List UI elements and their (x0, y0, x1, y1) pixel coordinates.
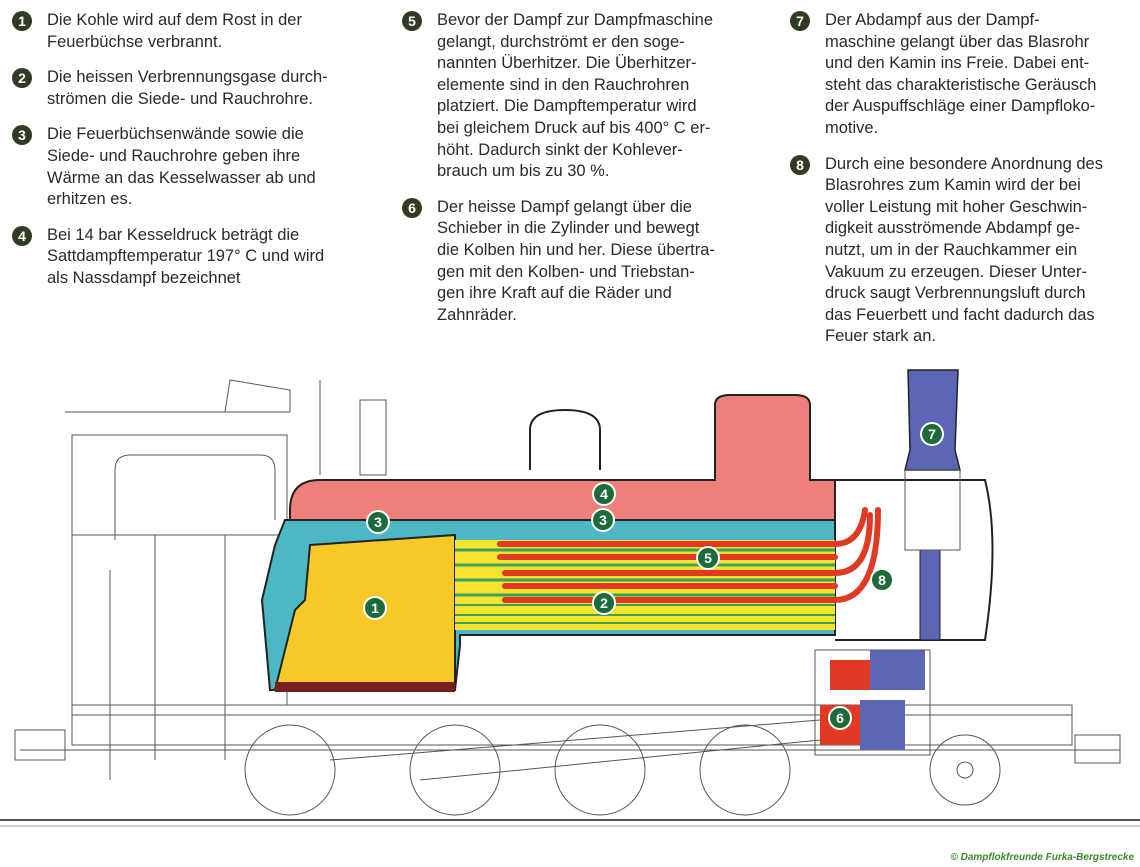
item-text: Der Abdampf aus der Dampf- maschine gela… (825, 11, 1097, 137)
label-7: 7 (920, 422, 944, 446)
svg-text:6: 6 (836, 710, 844, 726)
item-text: Die Feuerbüchsenwände sowie die Siede- u… (47, 125, 316, 209)
item-text: Bevor der Dampf zur Dampfmaschine gelang… (437, 11, 714, 181)
list-item-1: 1 Die Kohle wird auf dem Rost in der Feu… (12, 10, 362, 53)
chimney (904, 369, 961, 471)
copyright-credit: © Dampflokfreunde Furka-Bergstrecke (950, 852, 1134, 863)
cylinders (814, 649, 931, 756)
frame (14, 704, 1121, 764)
svg-text:2: 2 (600, 595, 608, 611)
item-text: Die heissen Verbrennungsgase durch- strö… (47, 68, 328, 108)
item-text: Die Kohle wird auf dem Rost in der Feuer… (47, 11, 302, 51)
number-badge: 1 (12, 11, 32, 31)
smokebox (835, 479, 994, 641)
sand-dome (529, 408, 601, 470)
text-column-2: 5 Bevor der Dampf zur Dampfmaschine gela… (402, 10, 762, 340)
label-3b: 3 (591, 508, 615, 532)
text-column-1: 1 Die Kohle wird auf dem Rost in der Feu… (12, 10, 362, 304)
svg-text:1: 1 (371, 600, 379, 616)
list-item-5: 5 Bevor der Dampf zur Dampfmaschine gela… (402, 10, 762, 183)
number-badge: 5 (402, 11, 422, 31)
item-text: Durch eine besondere Anordnung des Blasr… (825, 154, 1103, 346)
text-column-3: 7 Der Abdampf aus der Dampf- maschine ge… (790, 10, 1135, 362)
list-item-4: 4 Bei 14 bar Kesseldruck beträgt die Sat… (12, 225, 362, 290)
label-8: 8 (870, 568, 894, 592)
number-badge: 4 (12, 225, 32, 246)
steam-space (289, 394, 836, 521)
svg-text:3: 3 (374, 514, 382, 530)
number-badge: 7 (790, 11, 810, 31)
svg-text:3: 3 (599, 512, 607, 528)
superheater (497, 507, 881, 603)
label-5: 5 (696, 546, 720, 570)
list-item-6: 6 Der heisse Dampf gelangt über die Schi… (402, 197, 762, 327)
number-badge: 8 (790, 154, 810, 175)
number-badge: 2 (12, 68, 32, 89)
item-text: Bei 14 bar Kesseldruck beträgt die Sattd… (47, 225, 325, 287)
label-6: 6 (828, 706, 852, 730)
svg-text:8: 8 (878, 572, 886, 588)
list-item-2: 2 Die heissen Verbrennungsgase durch- st… (12, 67, 362, 110)
svg-text:4: 4 (600, 486, 608, 502)
label-2: 2 (592, 591, 616, 615)
svg-text:5: 5 (704, 550, 712, 566)
item-text: Der heisse Dampf gelangt über die Schieb… (437, 197, 715, 324)
number-badge: 3 (12, 125, 32, 146)
locomotive-cutaway-diagram: 1 2 3 3 4 5 6 7 8 (0, 369, 1140, 827)
label-3a: 3 (366, 510, 390, 534)
grate (275, 682, 455, 692)
safety-valve (359, 399, 387, 476)
number-badge: 6 (402, 197, 422, 218)
label-1: 1 (363, 596, 387, 620)
svg-text:7: 7 (928, 426, 936, 442)
cab (65, 379, 291, 780)
list-item-7: 7 Der Abdampf aus der Dampf- maschine ge… (790, 10, 1135, 140)
label-4: 4 (592, 482, 616, 506)
wheels (244, 719, 1001, 816)
list-item-8: 8 Durch eine besondere Anordnung des Bla… (790, 154, 1135, 348)
list-item-3: 3 Die Feuerbüchsenwände sowie die Siede-… (12, 124, 362, 210)
blast-pipe (919, 549, 941, 641)
